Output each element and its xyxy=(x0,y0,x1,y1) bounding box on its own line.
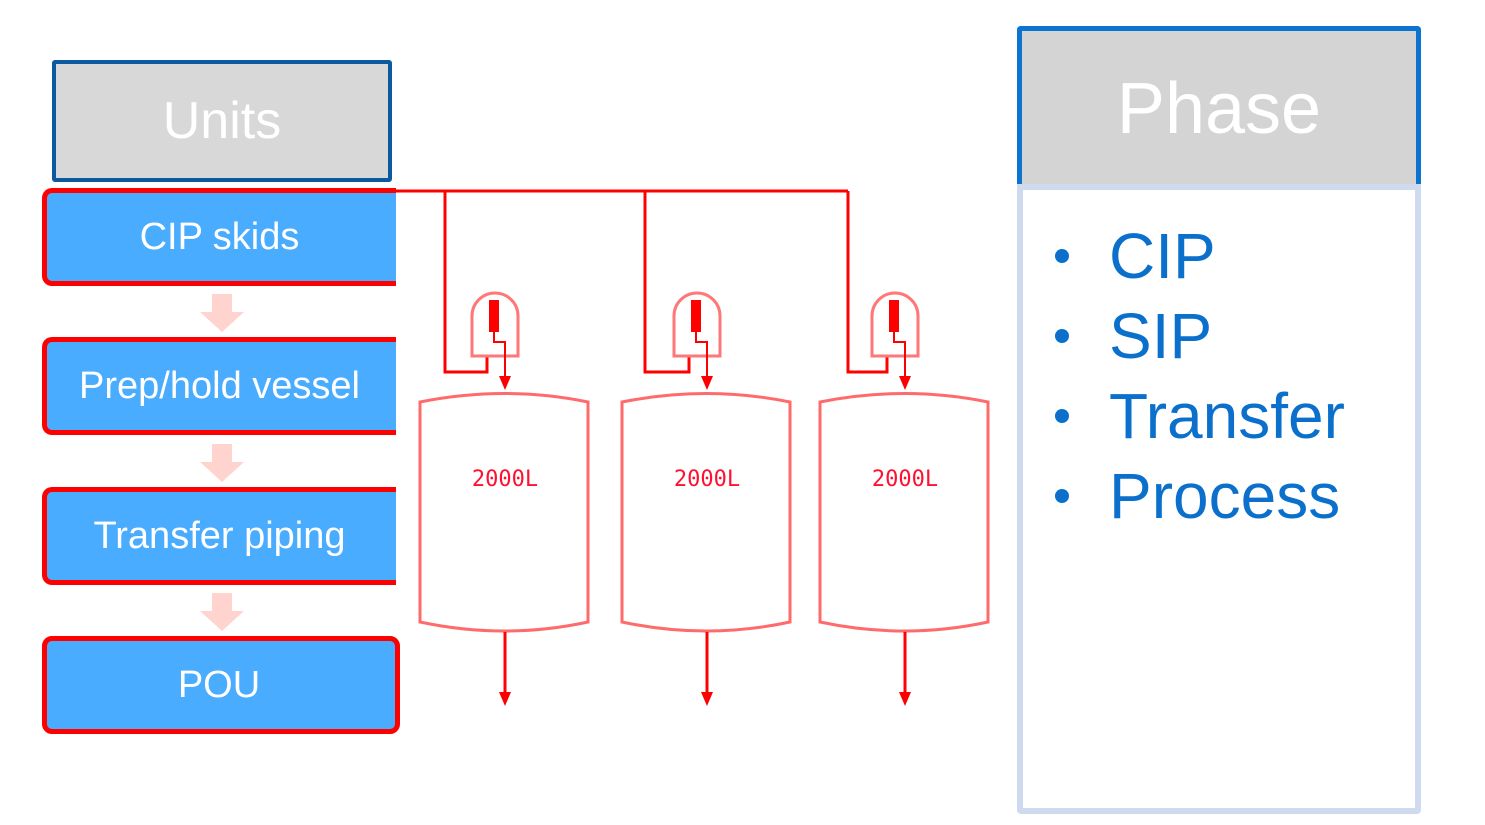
spray-element-icon xyxy=(489,300,499,332)
inlet-arrow-icon xyxy=(701,376,713,390)
outlet-arrow-icon xyxy=(701,692,713,706)
unit-cip-skids[interactable]: CIP skids xyxy=(42,188,396,286)
bullet-icon xyxy=(1055,489,1069,503)
inlet-pipe xyxy=(695,332,708,382)
inlet-arrow-icon xyxy=(899,376,911,390)
inlet-pipe xyxy=(893,332,906,382)
phase-item: CIP xyxy=(1055,216,1415,296)
inlet-arrow-icon xyxy=(499,376,511,390)
tank-vessel xyxy=(620,392,792,633)
supply-drop-pipe xyxy=(846,191,889,374)
spray-device-icon xyxy=(470,291,520,358)
spray-device-icon xyxy=(870,291,920,358)
supply-drop-pipe xyxy=(443,191,489,374)
units-header: Units xyxy=(52,60,392,182)
inlet-pipe xyxy=(493,332,506,382)
tank-capacity-label: 2000L xyxy=(472,467,538,492)
tank-vessel xyxy=(418,392,590,633)
tank-capacity-label: 2000L xyxy=(674,467,740,492)
outlet-arrow-icon xyxy=(499,692,511,706)
unit-label: POU xyxy=(177,663,261,706)
spray-element-icon xyxy=(889,300,899,332)
unit-transfer-piping[interactable]: Transfer piping xyxy=(42,487,396,585)
bullet-icon xyxy=(1055,249,1069,263)
units-title: Units xyxy=(162,92,282,150)
tank-vessel xyxy=(818,392,990,633)
supply-drop-pipe xyxy=(643,191,691,374)
phase-item-label: Process xyxy=(1109,460,1341,532)
phase-item: Process xyxy=(1055,456,1415,536)
unit-pou[interactable]: POU xyxy=(42,636,400,734)
flow-arrow-icon xyxy=(200,593,244,631)
phase-item-label: SIP xyxy=(1109,300,1213,372)
unit-prep-hold-vessel[interactable]: Prep/hold vessel xyxy=(42,337,396,435)
spray-device-icon xyxy=(672,291,722,358)
phase-item-label: Transfer xyxy=(1109,380,1345,452)
phase-item-label: CIP xyxy=(1109,220,1216,292)
phase-list-panel: CIP SIP Transfer Process xyxy=(1017,184,1421,814)
unit-label: Transfer piping xyxy=(93,514,346,557)
flow-arrow-icon xyxy=(200,294,244,332)
phase-title: Phase xyxy=(1116,68,1322,149)
tank-capacity-label: 2000L xyxy=(872,467,938,492)
unit-label: Prep/hold vessel xyxy=(79,364,360,407)
bullet-icon xyxy=(1055,329,1069,343)
bullet-icon xyxy=(1055,409,1069,423)
spray-element-icon xyxy=(691,300,701,332)
unit-label: CIP skids xyxy=(139,215,300,258)
phase-item: Transfer xyxy=(1055,376,1415,456)
phase-header: Phase xyxy=(1017,26,1421,186)
flow-arrow-icon xyxy=(200,444,244,482)
phase-item: SIP xyxy=(1055,296,1415,376)
piping-diagram: 2000L 2000L 2000L xyxy=(394,189,990,706)
outlet-arrow-icon xyxy=(899,692,911,706)
